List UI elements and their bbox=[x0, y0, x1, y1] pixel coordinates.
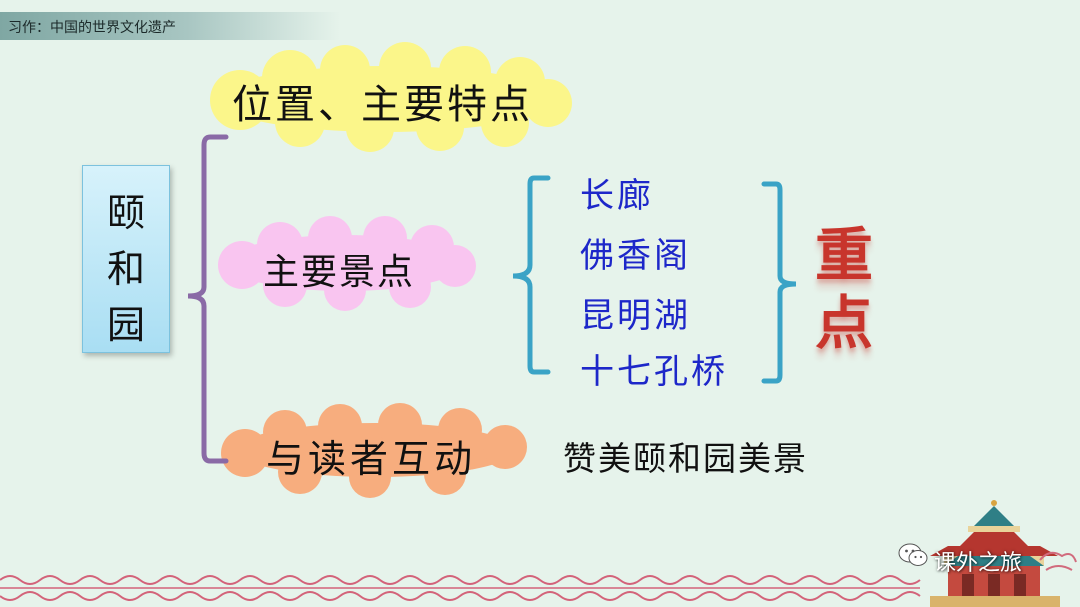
park-char-3: 园 bbox=[106, 303, 145, 347]
temple-illustration bbox=[930, 500, 1077, 607]
park-char-1: 颐 bbox=[106, 191, 145, 235]
focus-char-2: 点 bbox=[814, 289, 873, 357]
wechat-icon bbox=[898, 543, 928, 566]
sight-item: 十七孔桥 bbox=[580, 352, 728, 392]
park-char-2: 和 bbox=[106, 247, 145, 291]
cloud-location-label: 位置、主要特点 bbox=[232, 82, 533, 128]
sight-item: 佛香阁 bbox=[580, 236, 691, 276]
cloud-interact bbox=[221, 403, 527, 498]
park-name-box: 颐 和 园 bbox=[82, 165, 170, 353]
cloud-interact-label: 与读者互动 bbox=[266, 437, 477, 481]
cloud-sights-label: 主要景点 bbox=[263, 252, 416, 293]
watermark-text: 课外之旅 bbox=[934, 551, 1023, 576]
page-title: 习作：中国的世界文化遗产 bbox=[8, 20, 176, 36]
focus-char-1: 重 bbox=[814, 221, 873, 289]
praise-text: 赞美颐和园美景 bbox=[563, 439, 808, 478]
closing-bracket bbox=[761, 181, 797, 384]
sight-item: 长廊 bbox=[580, 176, 654, 216]
cloud-sights bbox=[218, 216, 476, 311]
cloud-location bbox=[210, 42, 572, 152]
sights-bracket bbox=[512, 175, 551, 375]
main-bracket bbox=[187, 134, 229, 464]
bottom-border bbox=[0, 575, 921, 601]
sight-item: 昆明湖 bbox=[580, 296, 691, 336]
header-bar bbox=[0, 12, 340, 40]
